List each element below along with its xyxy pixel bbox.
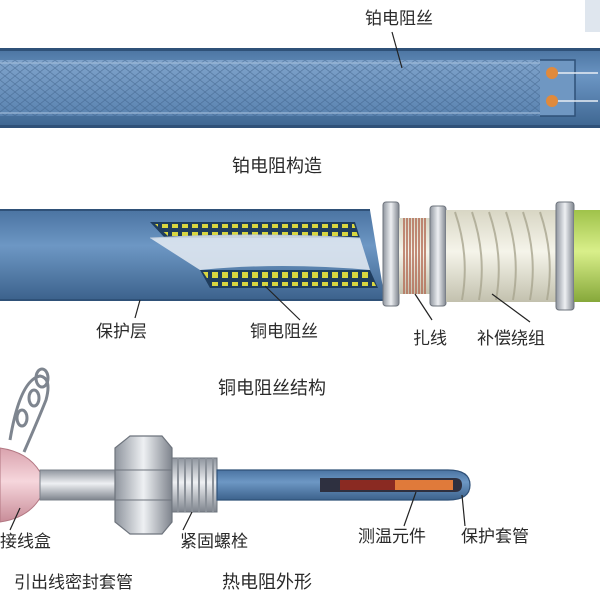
label-protective-layer: 保护层	[96, 322, 147, 342]
chain	[8, 367, 50, 453]
label-copper-wire: 铜电阻丝	[250, 322, 318, 342]
thermal-resistor-illustration	[0, 367, 471, 535]
platinum-coil	[0, 60, 540, 116]
platinum-resistor-illustration	[0, 0, 600, 128]
sensing-element	[395, 480, 453, 490]
label-fastening-bolt: 紧固螺栓	[180, 532, 248, 552]
label-junction-box: 接线盒	[0, 532, 51, 552]
flange	[555, 201, 575, 311]
sensing-element-core	[340, 480, 395, 490]
label-lead-seal-sleeve: 引出线密封套管	[14, 573, 133, 593]
label-platinum-wire: 铂电阻丝	[365, 9, 433, 29]
flange	[429, 205, 447, 307]
flange	[382, 201, 400, 307]
label-protective-sleeve: 保护套管	[461, 527, 529, 547]
leader-lines	[9, 491, 466, 531]
bolt-thread	[177, 458, 214, 512]
terminal-dot	[546, 95, 558, 107]
lead-seal-sleeve	[39, 469, 116, 501]
leader-lines	[134, 285, 531, 323]
copper-wire-coil-bottom	[203, 272, 376, 286]
fastening-bolt	[171, 457, 218, 513]
hex-nut	[114, 435, 173, 535]
caption-thermal-appearance: 热电阻外形	[222, 572, 312, 593]
label-tie-wire: 扎线	[413, 329, 447, 349]
caption-copper-structure: 铜电阻丝结构	[218, 378, 326, 399]
copper-resistor-illustration	[0, 201, 600, 323]
label-sensing-element: 测温元件	[358, 527, 426, 547]
leader-line	[391, 31, 403, 69]
junction-box	[0, 447, 41, 523]
terminal-dot	[546, 67, 558, 79]
green-lead	[574, 210, 600, 302]
caption-platinum-structure: 铂电阻构造	[232, 156, 322, 177]
label-compensation-winding: 补偿绕组	[477, 329, 545, 349]
copper-wire-coil-top	[155, 224, 358, 236]
tie-wire-coil	[403, 218, 426, 294]
